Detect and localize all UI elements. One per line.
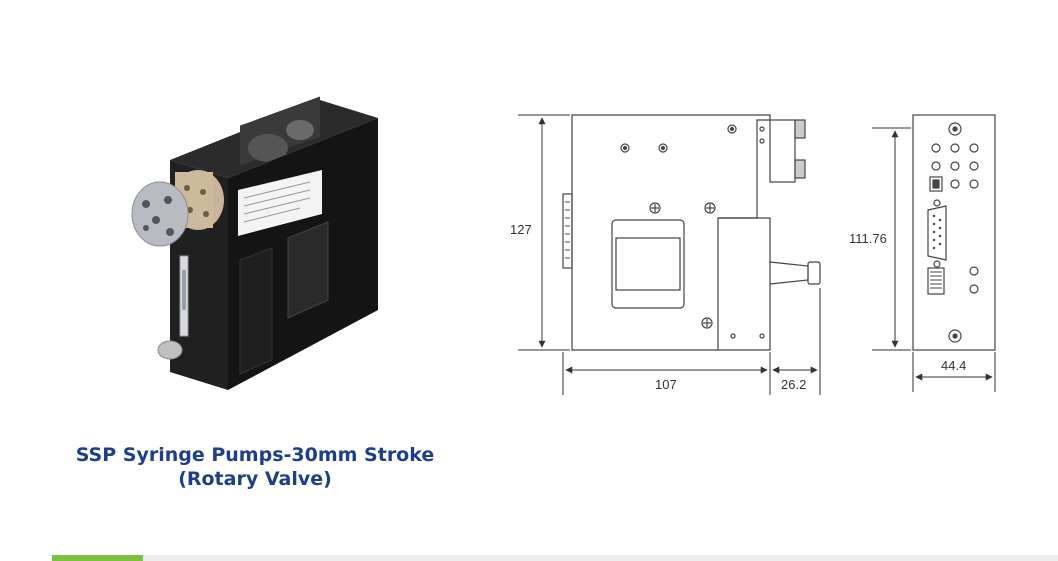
side-view-outline <box>571 114 771 351</box>
motor-outline <box>611 219 685 309</box>
connector-top <box>769 119 796 183</box>
db-connector-pins <box>932 214 942 250</box>
rear-view-outline <box>912 114 996 351</box>
side-holes <box>620 124 765 339</box>
syringe <box>157 255 189 360</box>
usb-port <box>929 176 943 192</box>
terminal-block-slots <box>930 271 942 289</box>
rotary-valve <box>131 170 224 247</box>
label-text-lines <box>243 181 311 223</box>
product-title-line1: SSP Syringe Pumps-30mm Stroke <box>75 444 435 466</box>
carousel-progress-track <box>52 555 1058 561</box>
connector-top-fin2 <box>794 159 806 179</box>
motor <box>240 96 320 166</box>
side-view <box>562 114 821 351</box>
side-window <box>287 221 329 319</box>
dim-label-111-76: 111.76 <box>849 231 887 246</box>
left-connector <box>562 193 573 269</box>
terminal-block <box>927 267 945 295</box>
left-connector-pins <box>565 201 570 259</box>
carousel-progress-fill <box>52 555 143 561</box>
dim-label-127: 127 <box>510 222 532 237</box>
screw-heads <box>649 202 716 329</box>
carriage-block <box>239 247 273 375</box>
valve-shaft <box>769 261 821 285</box>
connector-top-fin <box>794 119 806 139</box>
dim-label-44-4: 44.4 <box>941 358 966 373</box>
rear-mount-holes <box>948 122 962 343</box>
usb-port-inner <box>932 179 940 189</box>
product-label <box>238 170 322 236</box>
product-title: SSP Syringe Pumps-30mm Stroke (Rotary Va… <box>60 443 450 491</box>
side-view-lower-right <box>718 217 771 351</box>
dim-label-26-2: 26.2 <box>781 377 806 392</box>
motor-inner <box>615 237 681 291</box>
product-title-line2: (Rotary Valve) <box>178 468 332 490</box>
rear-indicator-holes <box>931 143 979 294</box>
side-dimension-lines <box>518 114 821 395</box>
product-photo <box>131 96 378 390</box>
db-connector <box>927 205 947 261</box>
rear-dimension-lines <box>872 127 996 392</box>
rear-view <box>912 114 996 351</box>
dim-label-107: 107 <box>655 377 677 392</box>
